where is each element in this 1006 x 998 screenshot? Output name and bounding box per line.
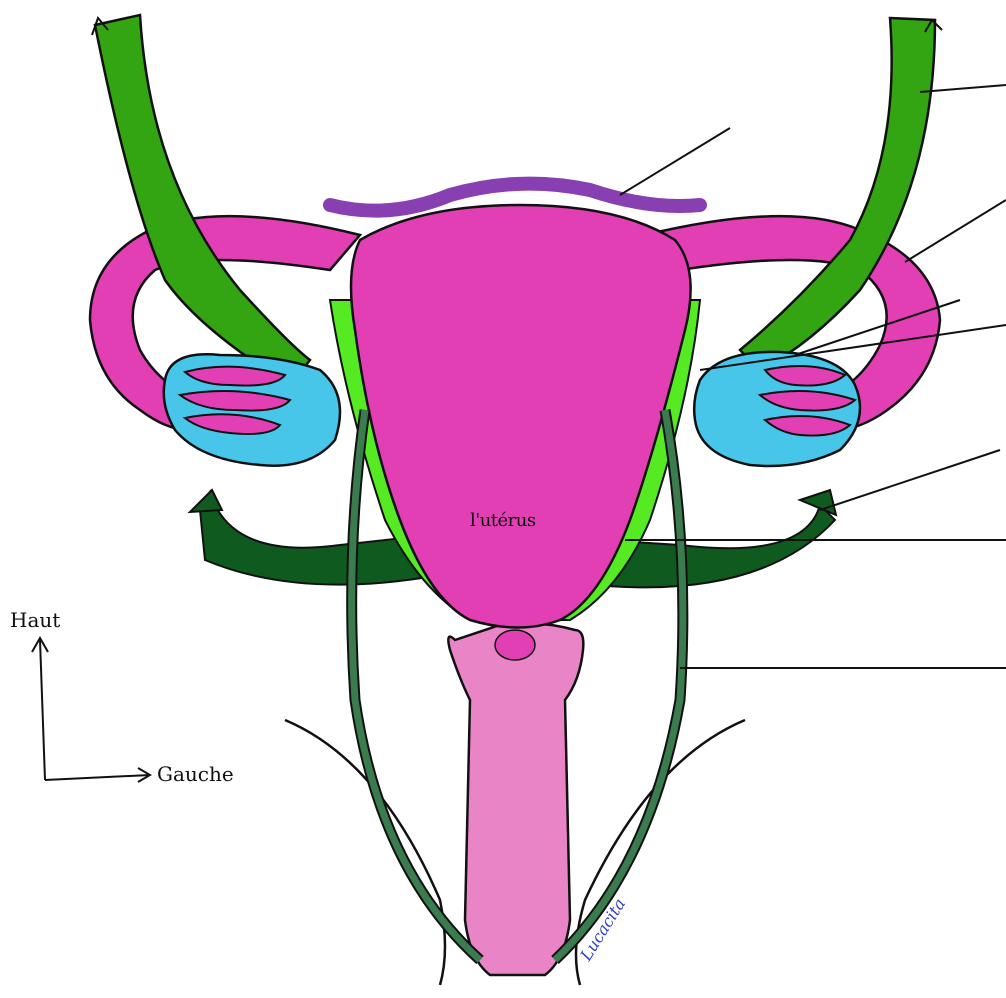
label-line-tube — [905, 200, 1006, 262]
label-line-round — [820, 450, 1000, 510]
label-line-suspensory — [920, 85, 1006, 92]
orientation-axes — [32, 638, 150, 782]
up-arrow-line — [40, 640, 45, 780]
label-line-fundus — [620, 128, 730, 195]
vagina — [448, 623, 583, 975]
haut-label: Haut — [10, 608, 60, 632]
round-ligament-left-arrow — [190, 490, 222, 512]
uterus-label: l'utérus — [470, 510, 536, 531]
fimbriae-right — [760, 366, 855, 436]
gauche-label: Gauche — [157, 762, 234, 786]
cervix — [495, 630, 535, 660]
left-arrow-line — [45, 775, 150, 780]
fimbriae-left — [180, 367, 290, 434]
